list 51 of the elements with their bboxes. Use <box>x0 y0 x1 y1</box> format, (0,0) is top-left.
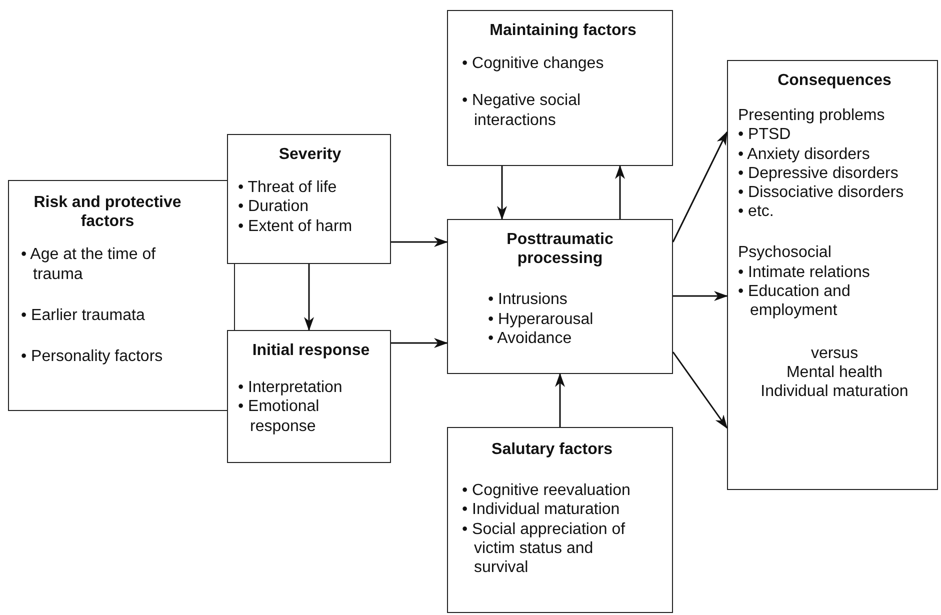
bullet-item: • Age at the time of trauma <box>21 245 157 284</box>
bullet-item: • Hyperarousal <box>488 310 594 329</box>
bullet-item: • Extent of harm <box>238 216 354 236</box>
arrow <box>304 264 314 331</box>
bullet-item: • PTSD <box>738 125 792 145</box>
arrow <box>391 338 448 348</box>
bullet-item: • Intimate relations <box>738 262 871 282</box>
arrow <box>672 352 728 429</box>
note-text: Individual maturation <box>760 382 910 402</box>
arrow <box>497 166 507 220</box>
bullet-item: • Education and employment <box>738 282 852 320</box>
bullet-item: • etc. <box>738 202 775 222</box>
factor-box <box>227 330 391 463</box>
section-label: Psychosocial <box>738 243 832 262</box>
bullet-item: • Cognitive reevaluation <box>462 481 632 500</box>
box-heading: Maintaining factors <box>488 21 638 40</box>
bullet-item: • Cognitive changes <box>462 54 605 74</box>
bullet-item: • Avoidance <box>488 328 573 348</box>
bullet-item: • Personality factors <box>21 346 164 366</box>
section-label: Presenting problems <box>738 106 886 126</box>
factor-box <box>447 427 673 613</box>
factor-box <box>227 134 391 264</box>
box-heading: Salutary factors <box>490 440 614 460</box>
bullet-item: • Individual maturation <box>462 500 621 520</box>
bullet-item: • Anxiety disorders <box>738 144 871 164</box>
bullet-item: • Social appreciation of victim status and survival <box>462 520 626 578</box>
bullet-item: • Depressive disorders <box>738 164 900 183</box>
box-heading: Initial response <box>251 341 371 360</box>
box-heading: Posttraumatic processing <box>506 230 614 268</box>
note-text: Mental health <box>785 363 884 382</box>
bullet-item: • Duration <box>238 197 310 217</box>
factor-box <box>8 180 235 411</box>
arrow <box>672 131 728 242</box>
bullet-item: • Dissociative disorders <box>738 182 905 202</box>
box-heading: Risk and protective factors <box>32 193 182 232</box>
arrow <box>673 291 728 301</box>
bullet-item: • Emotional response <box>238 397 320 436</box>
bullet-item: • Negative social interactions <box>462 91 582 130</box>
arrow <box>615 165 625 219</box>
factor-box <box>447 219 673 374</box>
factor-box <box>447 10 673 166</box>
arrow <box>555 373 565 427</box>
bullet-item: • Earlier traumata <box>21 306 146 325</box>
factor-box <box>727 60 938 490</box>
box-heading: Severity <box>278 145 342 164</box>
arrow <box>391 237 448 247</box>
bullet-item: • Threat of life <box>238 178 338 198</box>
note-text: versus <box>810 344 860 364</box>
bullet-item: • Intrusions <box>488 290 568 310</box>
box-heading: Consequences <box>776 71 892 90</box>
bullet-item: • Interpretation <box>238 378 344 398</box>
